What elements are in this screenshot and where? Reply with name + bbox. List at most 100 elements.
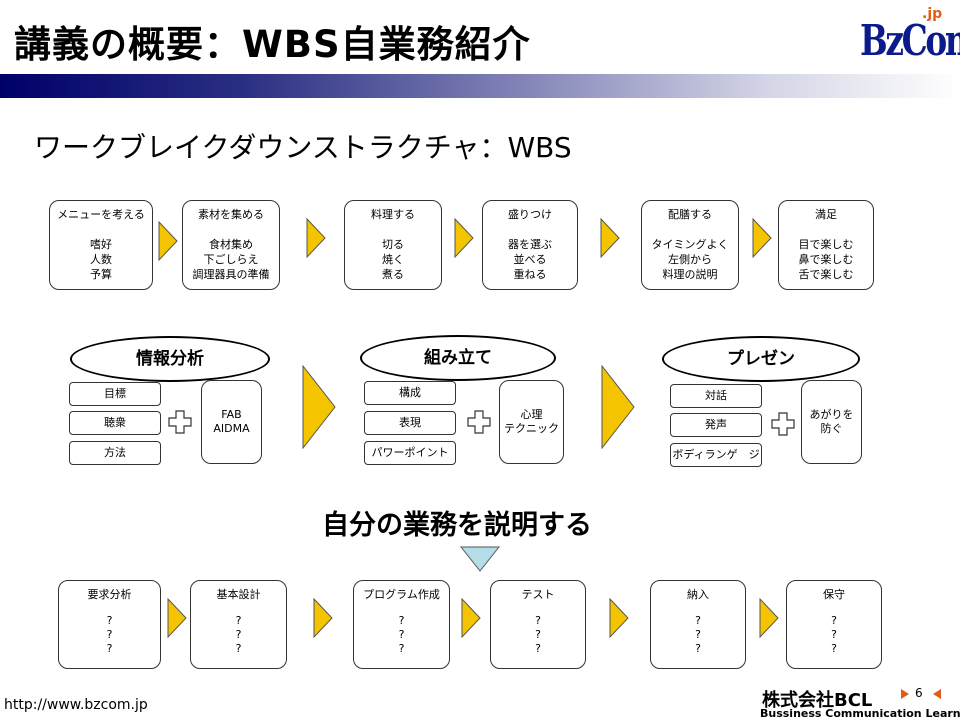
process-line: 鼻で楽しむ [798,253,854,266]
result-line: あがりを [809,408,854,421]
process-line: ? [695,642,701,655]
page-number: 6 [915,686,923,700]
process-line: ? [106,614,113,627]
dev-box-maintenance: 保守 ? ? ? [786,580,882,669]
process-line: ? [831,628,837,641]
down-triangle-icon [460,546,500,572]
process-line: 嗜好 [90,238,112,251]
flow-arrow [752,218,772,258]
process-title: テスト [521,588,555,601]
flow-arrow [600,218,620,258]
logo-text: BzCom [860,16,960,65]
process-title: 素材を集める [198,208,264,221]
process-line: ? [106,642,113,655]
result-line: テクニック [504,422,559,435]
process-line: 左側から [668,253,712,266]
stage-item: 方法 [69,441,161,465]
flow-arrow [167,598,187,638]
process-title: 基本設計 [216,588,261,601]
process-title: 保守 [823,588,845,601]
process-line: ? [831,614,837,627]
wbs-heading: ワークブレイクダウンストラクチャ：WBS [34,131,572,164]
logo-jp: .jp [922,6,943,22]
title-gradient-bar [0,74,960,98]
process-box-menu: メニューを考える 嗜好 人数 予算 [49,200,153,290]
footer-url: http://www.bzcom.jp [4,697,148,713]
flow-arrow [759,598,779,638]
stage-item: パワーポイント [364,441,456,465]
process-line: 調理器具の準備 [192,268,270,281]
process-line: ? [831,642,837,655]
result-line: FAB [221,408,242,421]
stage-ellipse-presentation: プレゼン [662,336,860,382]
process-title: メニューを考える [57,208,145,221]
result-line: 防ぐ [820,422,843,435]
flow-arrow [313,598,333,638]
stage-result-box: FAB AIDMA [201,380,262,464]
stage-item: 目標 [69,382,161,406]
process-line: 煮る [382,268,404,281]
process-line: 下ごしらえ [203,253,259,266]
slide-title: 講義の概要：WBS自業務紹介 [14,23,531,66]
process-line: 人数 [90,253,112,266]
process-box-plating: 盛りつけ 器を選ぶ 並べる 重ねる [482,200,578,290]
stage-ellipse-assembly: 組み立て [360,335,556,381]
process-line: ? [695,628,701,641]
company-subtitle: Bussiness Communication Learning [760,707,960,720]
flow-arrow [158,221,178,261]
stage-result-box: 心理 テクニック [499,380,564,464]
stage-arrow [302,365,336,449]
process-title: 料理する [371,208,415,221]
process-title: 要求分析 [87,588,132,601]
process-box-cook: 料理する 切る 焼く 煮る [344,200,442,290]
process-line: 重ねる [513,268,547,281]
plus-icon [168,410,192,434]
process-line: ? [398,642,405,655]
process-line: 目で楽しむ [798,238,854,251]
process-title: 納入 [687,588,709,601]
process-title: プログラム作成 [363,588,440,601]
result-line: 心理 [520,408,543,421]
process-line: 並べる [513,253,547,266]
process-line: 舌で楽しむ [798,268,854,281]
process-line: ? [106,628,113,641]
process-title: 盛りつけ [507,208,553,221]
process-line: ? [235,614,242,627]
stage-item: ボディランゲ ジ [670,443,762,467]
flow-arrow [306,218,326,258]
dev-box-test: テスト ? ? ? [490,580,586,669]
process-line: 料理の説明 [662,268,718,281]
plus-icon [467,410,491,434]
process-line: ? [535,628,541,641]
process-line: ? [235,642,242,655]
process-line: ? [535,642,541,655]
dev-box-basic-design: 基本設計 ? ? ? [190,580,287,669]
result-line: AIDMA [213,422,250,435]
flow-arrow [454,218,474,258]
process-line: 切る [382,238,404,251]
process-box-satisfaction: 満足 目で楽しむ 鼻で楽しむ 舌で楽しむ [778,200,874,290]
process-box-serving: 配膳する タイミングよく 左側から 料理の説明 [641,200,739,290]
dev-box-programming: プログラム作成 ? ? ? [353,580,450,669]
bzcom-logo: BzCom .jp [860,6,960,70]
process-line: ? [235,628,242,641]
dev-box-delivery: 納入 ? ? ? [650,580,746,669]
process-line: ? [695,614,701,627]
plus-icon [771,412,795,436]
process-line: 食材集め [209,238,253,251]
process-box-ingredients: 素材を集める 食材集め 下ごしらえ 調理器具の準備 [182,200,280,290]
stage-item: 構成 [364,381,456,405]
process-title: 満足 [815,208,837,221]
stage-item: 表現 [364,411,456,435]
stage-result-box: あがりを 防ぐ [801,380,862,464]
stage-ellipse-analysis: 情報分析 [70,336,270,382]
stage-item: 発声 [670,413,762,437]
process-line: ? [398,628,405,641]
process-line: ? [398,614,405,627]
stage-arrow [601,365,635,449]
explain-heading: 自分の業務を説明する [322,510,592,541]
process-title: 配膳する [668,208,712,221]
process-line: タイミングよく [651,238,729,251]
triangle-left-icon [933,689,941,699]
stage-item: 対話 [670,384,762,408]
